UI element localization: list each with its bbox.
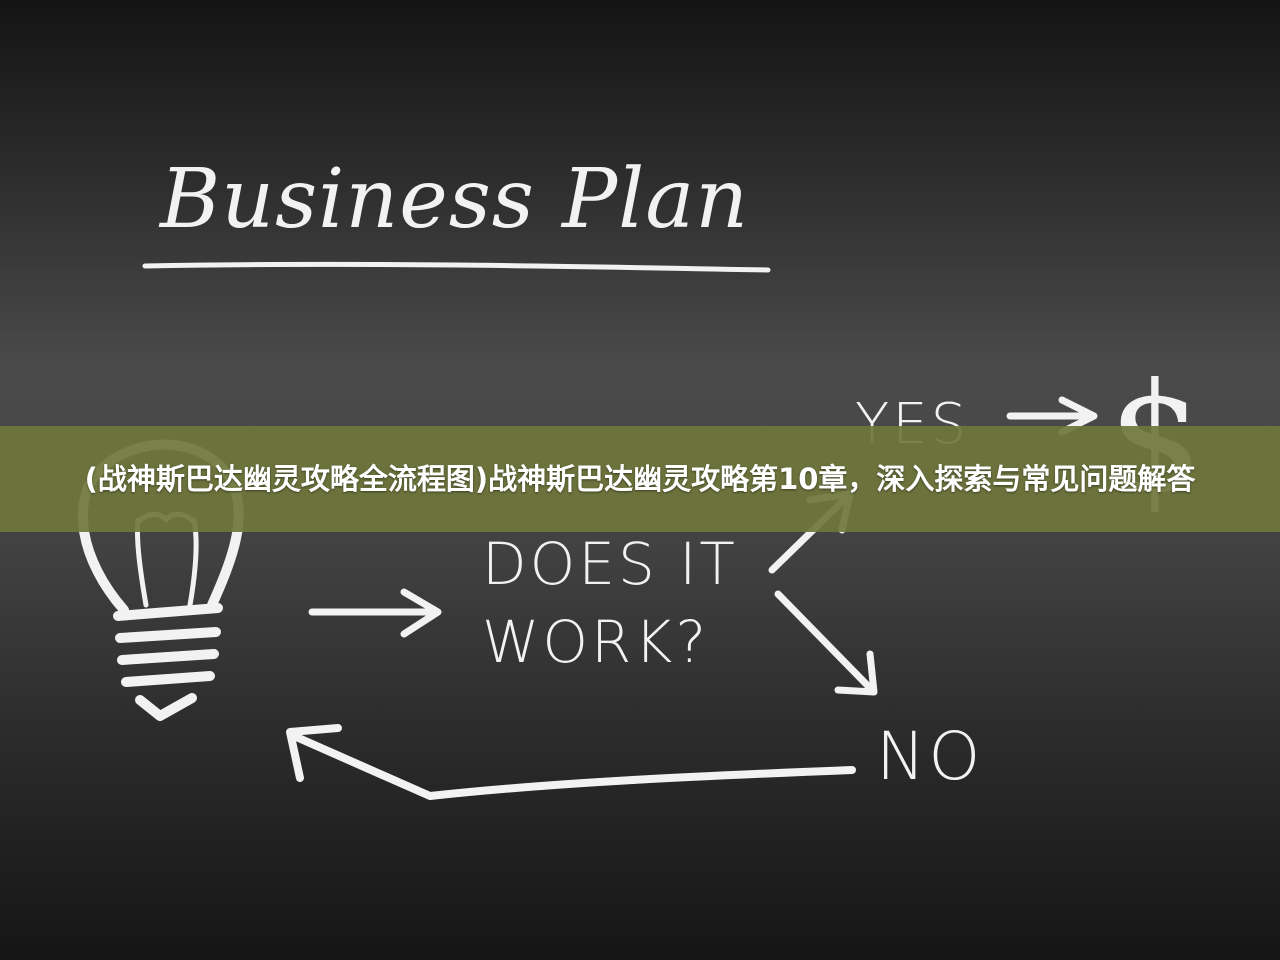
question-line-1: DOES IT [482, 530, 738, 598]
arrow-to-question-icon [308, 588, 442, 638]
question-line-2: WORK? [482, 608, 710, 676]
title-banner: (战神斯巴达幽灵攻略全流程图)战神斯巴达幽灵攻略第10章，深入探索与常见问题解答 [0, 426, 1280, 532]
board-title: Business Plan [160, 152, 750, 247]
banner-title: (战神斯巴达幽灵攻略全流程图)战神斯巴达幽灵攻略第10章，深入探索与常见问题解答 [84, 462, 1196, 496]
title-underline [142, 261, 771, 273]
arrow-to-no-icon [774, 590, 878, 696]
no-label: NO [876, 718, 984, 795]
return-arrow-icon [286, 724, 856, 800]
